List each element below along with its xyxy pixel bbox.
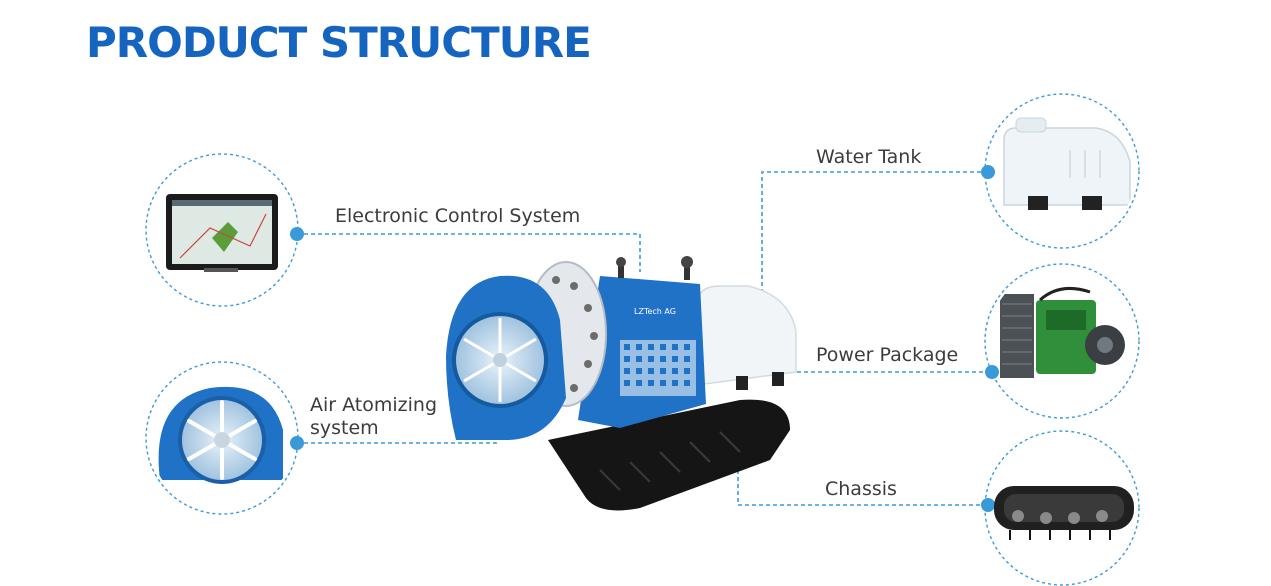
connector-electronic-control [297,233,641,272]
page-title: PRODUCT STRUCTURE [86,18,592,67]
connector-dot-water-tank [981,165,995,179]
connector-dot-air-atomizing [290,436,304,450]
water-tank-image [1003,117,1131,210]
connector-dot-chassis [981,498,995,512]
label-power-package: Power Package [816,344,959,366]
label-electronic-control-system: Electronic Control System [335,205,581,227]
electronic-control-image [166,194,278,272]
label-air-atomizing-line2: system [310,417,379,439]
chassis-image [994,486,1134,540]
air-atomizing-image [158,386,283,484]
machine-image: LZTech AG [446,256,797,511]
connector-dot-electronic-control [290,227,304,241]
label-air-atomizing-line1: Air Atomizing [310,394,438,416]
callout-circle-power-package [984,263,1140,419]
label-water-tank: Water Tank [816,146,922,168]
connector-water-tank [761,171,988,316]
power-package-image [1000,286,1125,378]
brand-text: LZTech AG [634,307,676,316]
connector-dot-power-package [985,365,999,379]
label-chassis: Chassis [825,478,897,500]
